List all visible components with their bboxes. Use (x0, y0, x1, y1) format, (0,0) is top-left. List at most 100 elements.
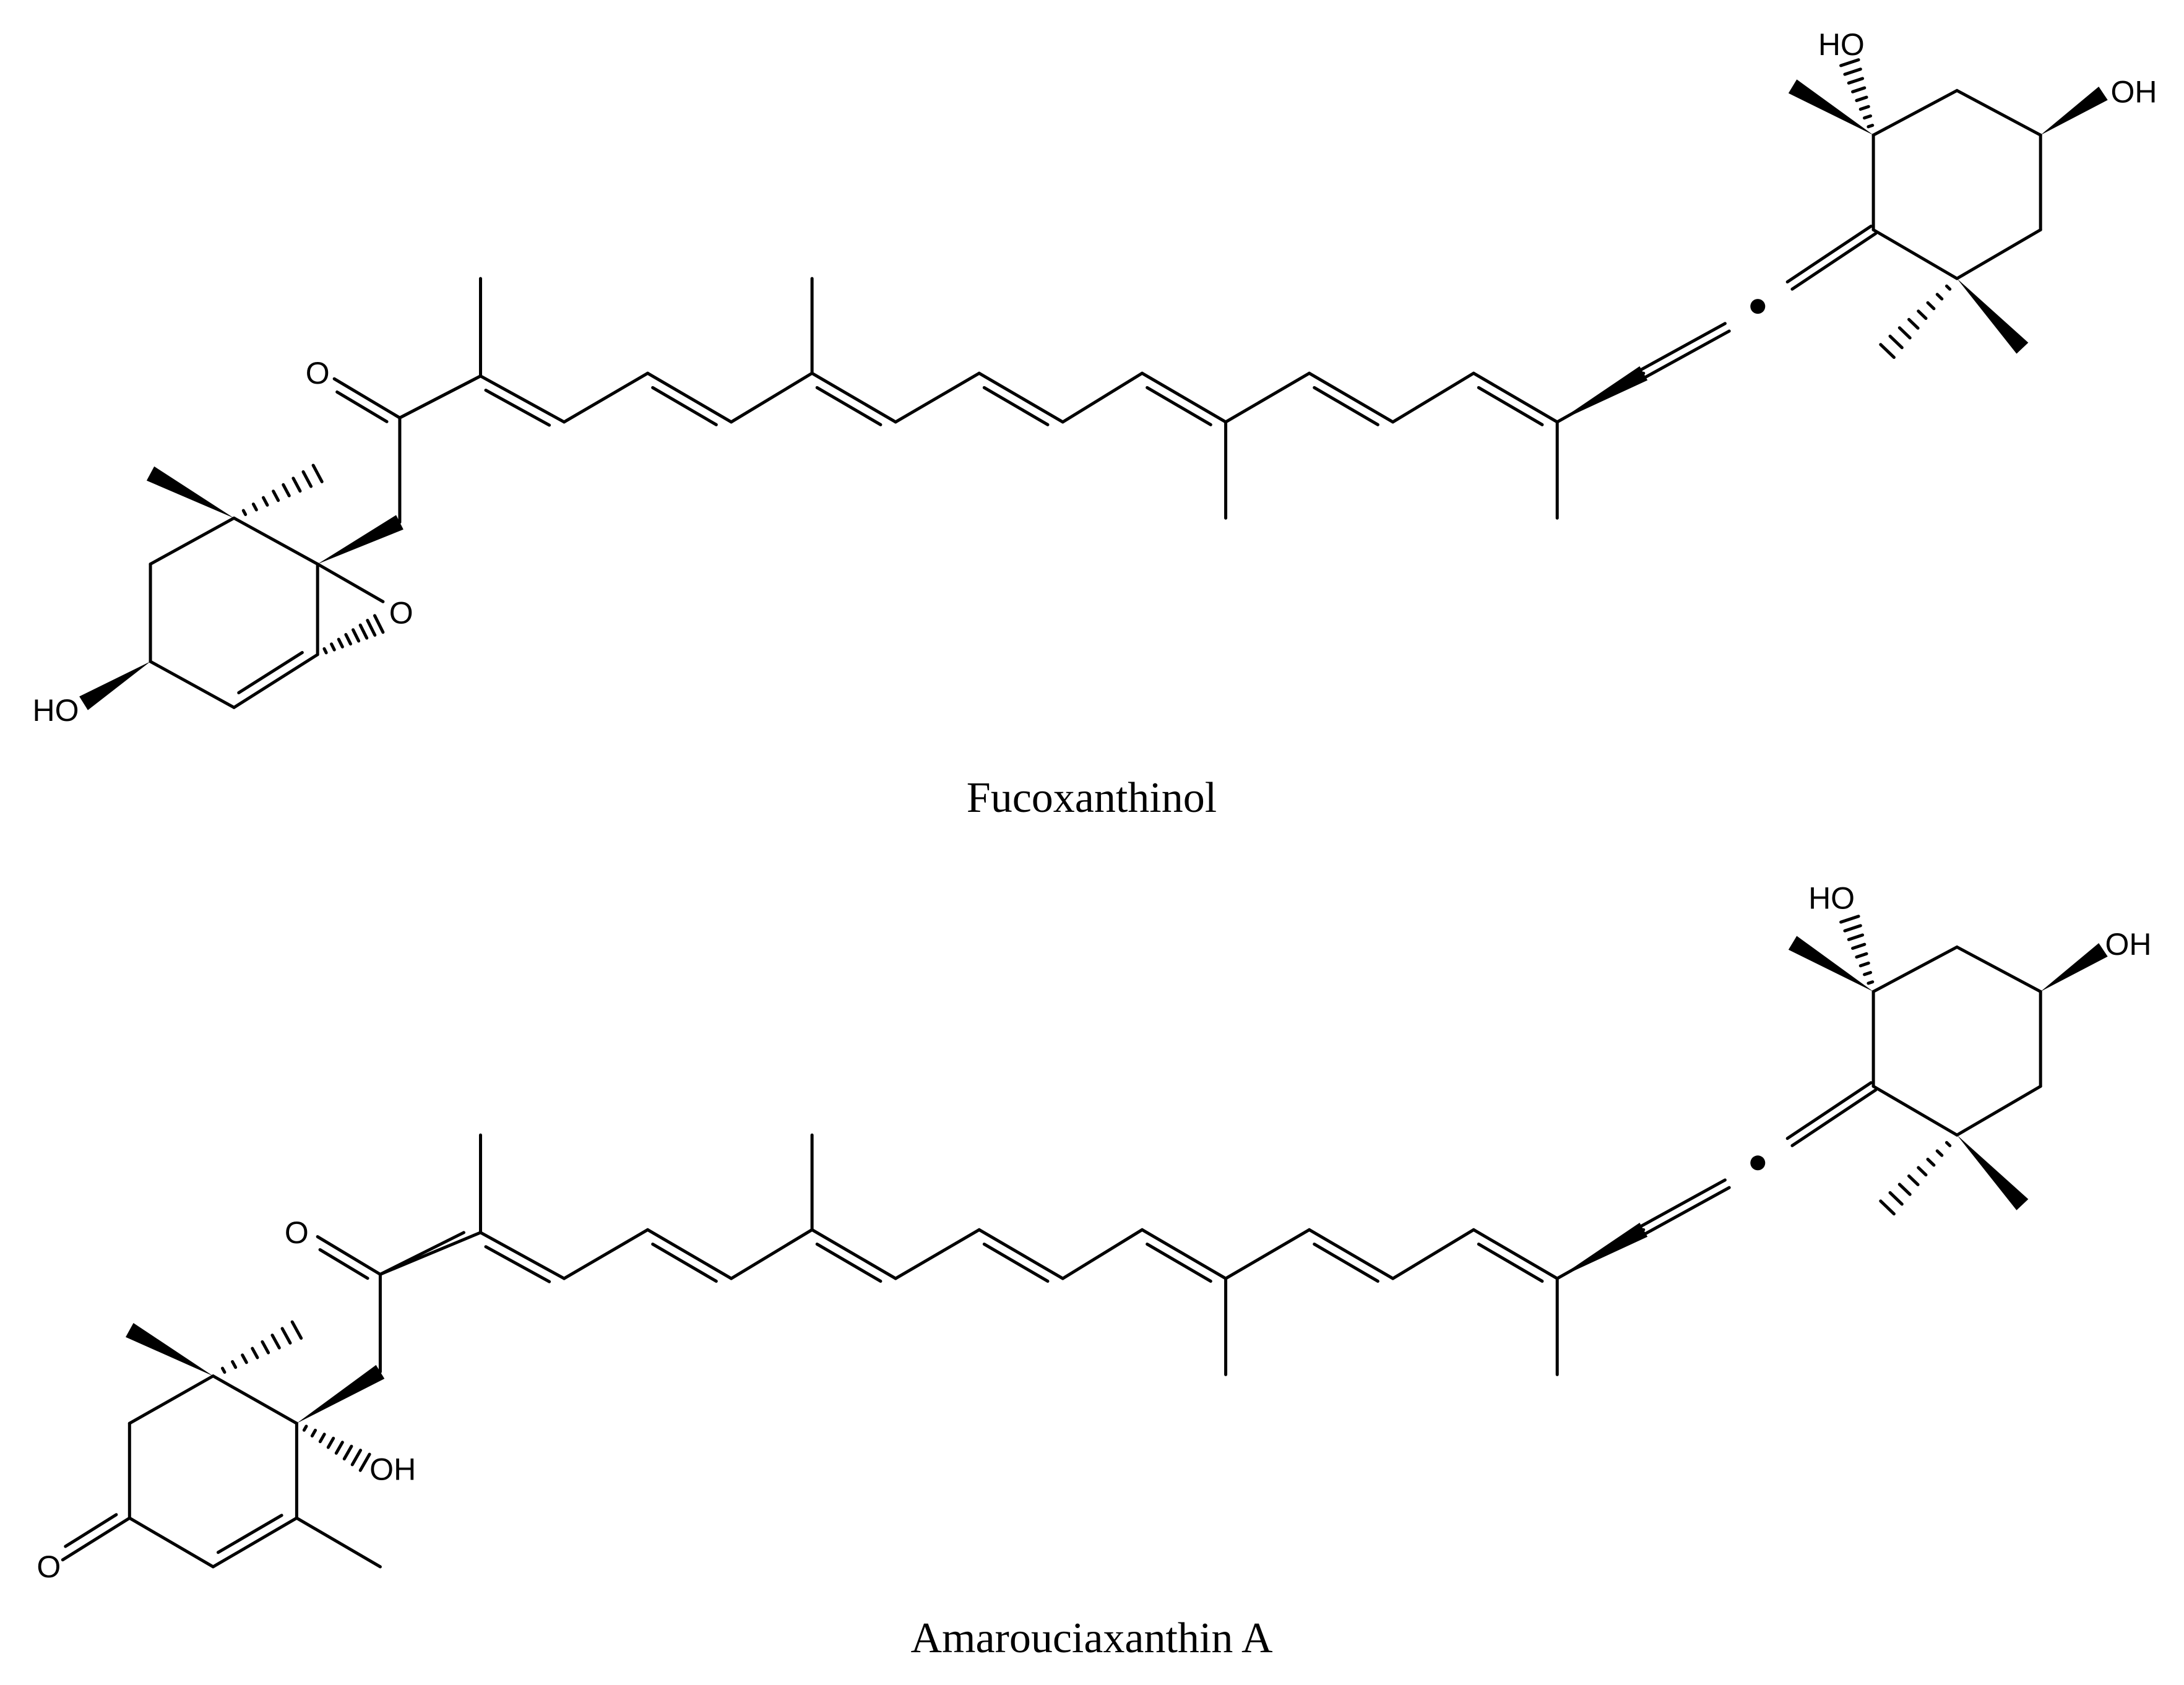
single-bond (977, 1228, 1064, 1280)
single-bond (127, 1516, 215, 1569)
single-bond (398, 374, 482, 420)
hash-bond-line (1851, 86, 1867, 93)
double-bond-line (1477, 386, 1544, 426)
double-bond-line (1790, 231, 1878, 291)
hash-bond-line (330, 642, 336, 652)
hash-bond-line (326, 1436, 335, 1449)
hash-bond-line (251, 1347, 259, 1360)
hash-bond-line (290, 1320, 303, 1340)
wedge-bond (1957, 278, 2029, 354)
double-bond-line (237, 651, 304, 695)
double-bond-line (64, 1513, 118, 1548)
hash-bond-line (1935, 293, 1944, 301)
wedge-bond (126, 1322, 214, 1376)
ketone-oxygen-label: O (306, 356, 330, 390)
wedge-bond (79, 662, 151, 710)
hash-bond-line (337, 637, 344, 649)
double-bond-line (335, 390, 389, 423)
caption-fucoxanthinol: Fucoxanthinol (967, 774, 1217, 822)
wedge-bond (296, 1364, 385, 1424)
hash-bond-line (311, 463, 324, 483)
single-bond (1061, 1228, 1144, 1280)
hash-bond-line (1879, 1199, 1896, 1216)
double-bond-line (1313, 1243, 1379, 1283)
hash-bond-line (310, 1428, 317, 1437)
single-bond (378, 1231, 482, 1276)
hash-bond-line (1917, 309, 1928, 321)
single-bond (1955, 88, 2042, 137)
hash-bond-line (1926, 1157, 1936, 1167)
hash-bond-line (1935, 1149, 1944, 1157)
single-bond (1391, 371, 1475, 424)
wedge-bond (2040, 943, 2108, 992)
end-ring-hydroxyl-right-label: OH (2105, 927, 2151, 962)
hash-bond-line (270, 1334, 281, 1350)
hash-bond-line (261, 1340, 270, 1355)
hash-bond-line (272, 489, 280, 502)
wedge-bond (146, 466, 235, 519)
hash-bond-line (1926, 301, 1936, 311)
double-bond-line (1146, 386, 1212, 426)
single-bond (232, 653, 319, 709)
hash-bond-line (1863, 971, 1873, 976)
wedge-bond (2040, 86, 2108, 136)
ring-hydroxyl-label: HO (33, 693, 79, 728)
hash-bond-line (1839, 58, 1860, 67)
double-bond-line (1313, 386, 1379, 426)
single-bond (232, 516, 319, 566)
single-bond (1224, 371, 1311, 424)
hash-bond-line (334, 1441, 344, 1455)
single-bond (295, 1516, 382, 1569)
single-bond (730, 1228, 814, 1280)
single-bond (316, 562, 385, 603)
hash-bond-line (1907, 317, 1920, 330)
single-bond (1141, 371, 1228, 424)
double-bond-line (982, 386, 1050, 426)
hash-bond-line (342, 1444, 353, 1461)
single-bond (1955, 228, 2042, 280)
hash-bond-line (352, 628, 361, 643)
double-bond-line (318, 1248, 369, 1280)
hash-bond-line (241, 1353, 248, 1364)
single-bond (1391, 1228, 1475, 1280)
single-bond (332, 377, 402, 420)
hash-bond-line (1847, 77, 1865, 85)
wedge-bond (1557, 1222, 1648, 1279)
double-bond-line (216, 1514, 283, 1554)
hash-bond-line (280, 1327, 292, 1345)
hash-bond-line (301, 470, 313, 488)
single-bond (894, 371, 981, 424)
single-bond (1472, 371, 1559, 424)
hash-bond-line (322, 647, 328, 655)
hash-bond-line (220, 1366, 227, 1374)
hash-bond-line (1843, 67, 1862, 76)
hash-bond-line (1847, 933, 1865, 941)
hash-bond-line (1888, 1191, 1904, 1206)
hash-bond-line (358, 623, 369, 640)
single-bond (1308, 371, 1395, 424)
single-bond (563, 1228, 650, 1280)
ring-ketone-oxygen-label: O (37, 1549, 61, 1584)
caption-amarouciaxanthin-a: Amarouciaxanthin A (910, 1614, 1273, 1662)
double-bond-line (1785, 1081, 1873, 1140)
single-bond (1224, 1228, 1311, 1280)
end-ring-hydroxyl-top-label: HO (1808, 881, 1855, 916)
single-bond (977, 371, 1064, 424)
hash-bond-line (1897, 1183, 1912, 1196)
single-bond (1141, 1228, 1228, 1280)
single-bond (730, 371, 814, 424)
wedge-bond (317, 515, 404, 564)
hash-bond-line (1917, 1166, 1928, 1177)
wedge-bond (1788, 79, 1874, 136)
single-bond (127, 1374, 215, 1425)
single-bond (1061, 371, 1144, 424)
single-bond (61, 1516, 131, 1562)
single-bond (646, 1228, 733, 1280)
single-bond (1871, 228, 1959, 280)
double-bond-line (1639, 322, 1727, 371)
double-bond-line (1644, 1186, 1731, 1235)
hash-bond-line (1855, 95, 1868, 102)
hash-bond-line (1944, 1140, 1952, 1147)
